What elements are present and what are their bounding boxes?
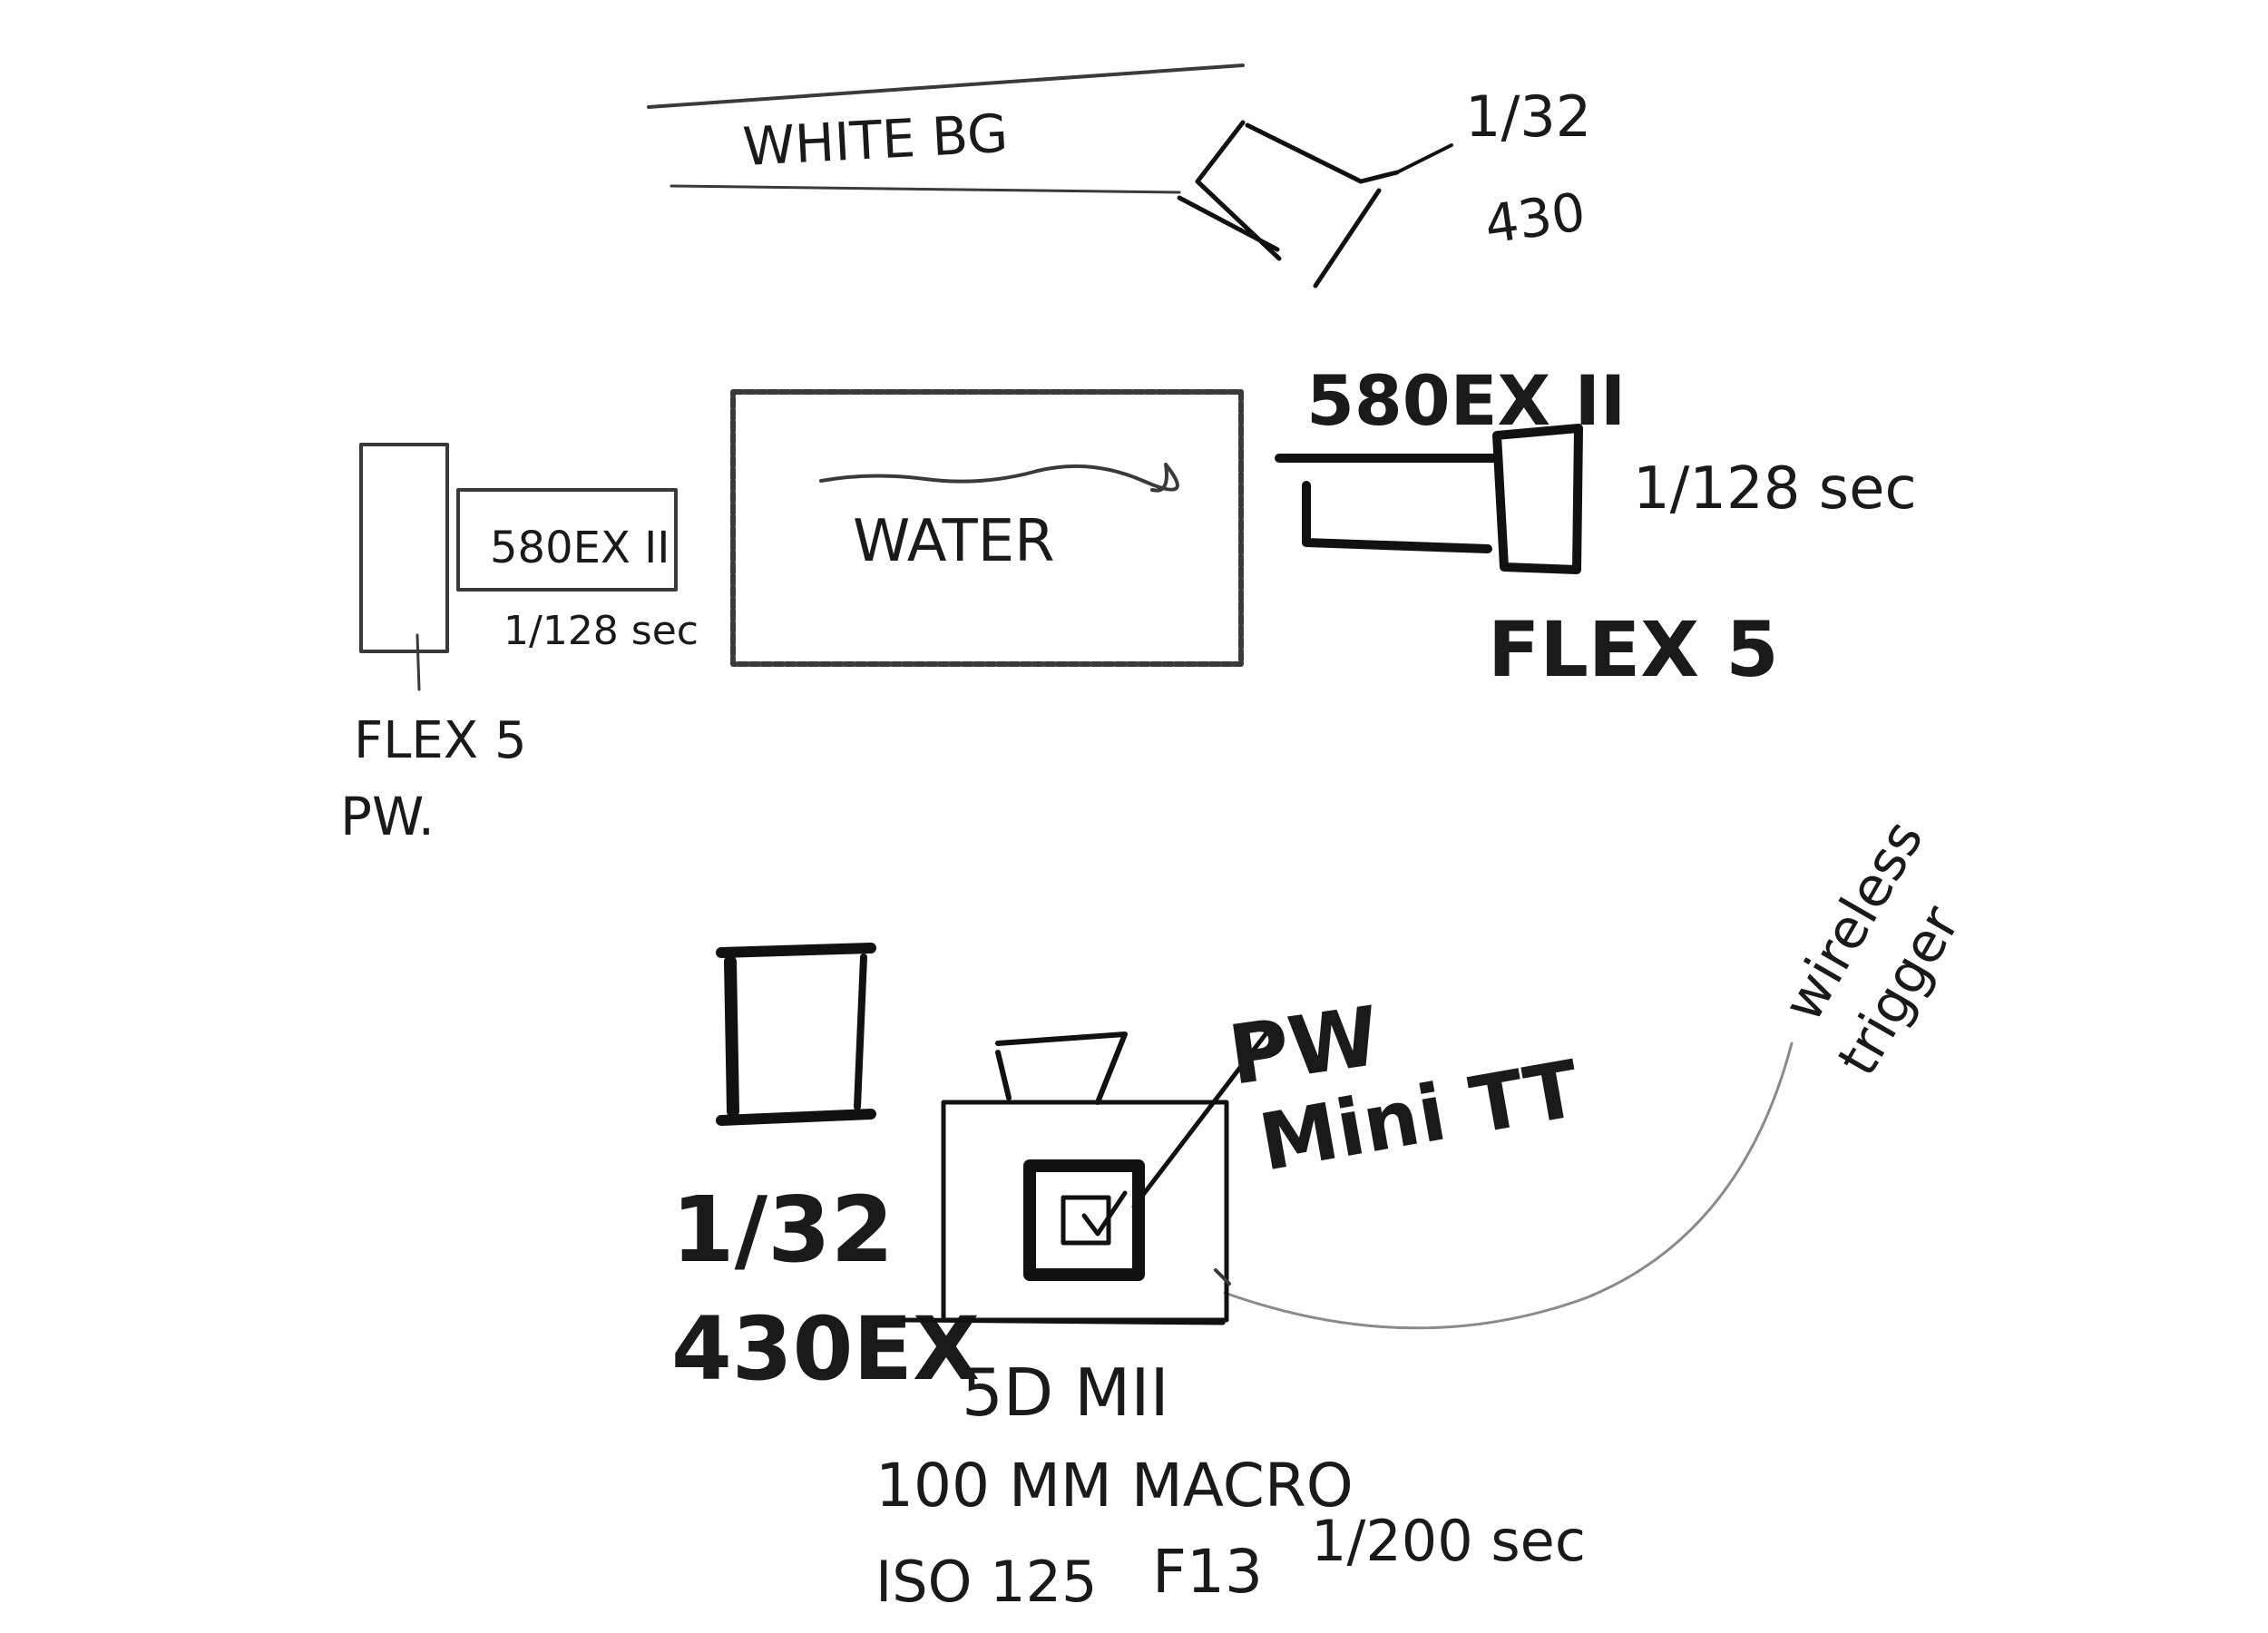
camera-trigger: PW Mini TT [1223, 989, 1586, 1189]
bottom-flash-power: 1/32 [671, 1177, 894, 1283]
camera-settings: 5D MII 100 MM MACRO ISO 125 F13 1/200 se… [875, 1354, 1586, 1615]
white-bg-label: WHITE BG [741, 103, 1009, 178]
water-tank: WATER [730, 389, 1244, 667]
camera-iso-label: ISO 125 [875, 1549, 1098, 1615]
left-flash-trigger-line1: FLEX 5 [354, 711, 527, 770]
camera [900, 1032, 1268, 1325]
right-flash-speed: 1/128 sec [1633, 455, 1917, 523]
top-flash-model: 430 [1481, 181, 1589, 256]
left-flash-speed: 1/128 sec [503, 608, 699, 654]
left-flash-trigger-line2: PW. [340, 786, 435, 847]
top-flash-power: 1/32 [1465, 83, 1591, 150]
bottom-flash-model: 430EX [671, 1298, 980, 1400]
white-background: WHITE BG [647, 64, 1245, 194]
top-flash: 1/32 430 [1177, 83, 1591, 288]
left-flash-model: 580EX II [490, 523, 670, 573]
camera-shutter-label: 1/200 sec [1311, 1508, 1586, 1574]
left-flash: 580EX II 1/128 sec FLEX 5 PW. [340, 443, 699, 847]
camera-lens-label: 100 MM MACRO [875, 1451, 1354, 1521]
camera-trigger-line1: PW [1223, 989, 1384, 1104]
water-label: WATER [853, 508, 1055, 575]
camera-body-label: 5D MII [962, 1354, 1169, 1431]
right-flash: 580EX II 1/128 sec FLEX 5 [1275, 360, 1917, 694]
bottom-flash: 1/32 430EX [671, 943, 980, 1400]
right-flash-trigger: FLEX 5 [1488, 605, 1779, 694]
camera-aperture-label: F13 [1152, 1537, 1263, 1607]
